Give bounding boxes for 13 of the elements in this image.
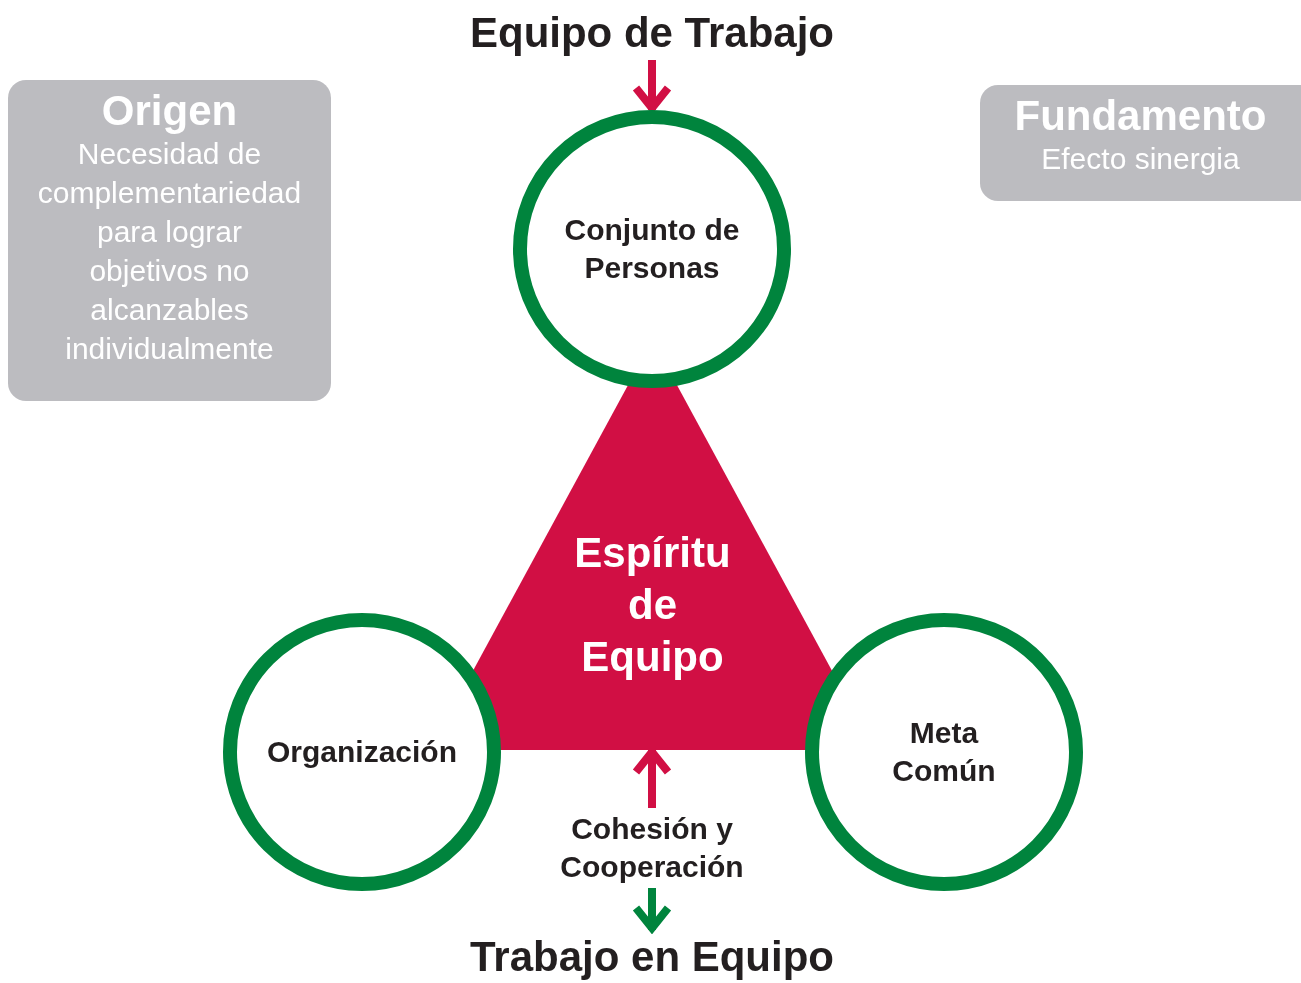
node-label: Cohesión y Cooperación [559, 811, 745, 885]
heading-text: Equipo de Trabajo [469, 8, 834, 57]
info-panel [980, 85, 1301, 201]
circle-label: Conjunto de Personas [563, 212, 741, 286]
circle-label: Organización [265, 734, 458, 770]
circle-label: Meta Común [891, 715, 997, 789]
info-panel [8, 80, 331, 401]
heading-text: Trabajo en Equipo [469, 932, 834, 981]
triangle-label: Espíritu de Equipo [573, 528, 732, 682]
panel-text: Necesidad de complementariedad para lograr objetivos no alcanzables individualmente [37, 136, 302, 367]
panel-title: Origen [101, 88, 238, 134]
panel-title: Fundamento [1014, 93, 1267, 139]
panel-text: Efecto sinergia [1040, 141, 1241, 177]
